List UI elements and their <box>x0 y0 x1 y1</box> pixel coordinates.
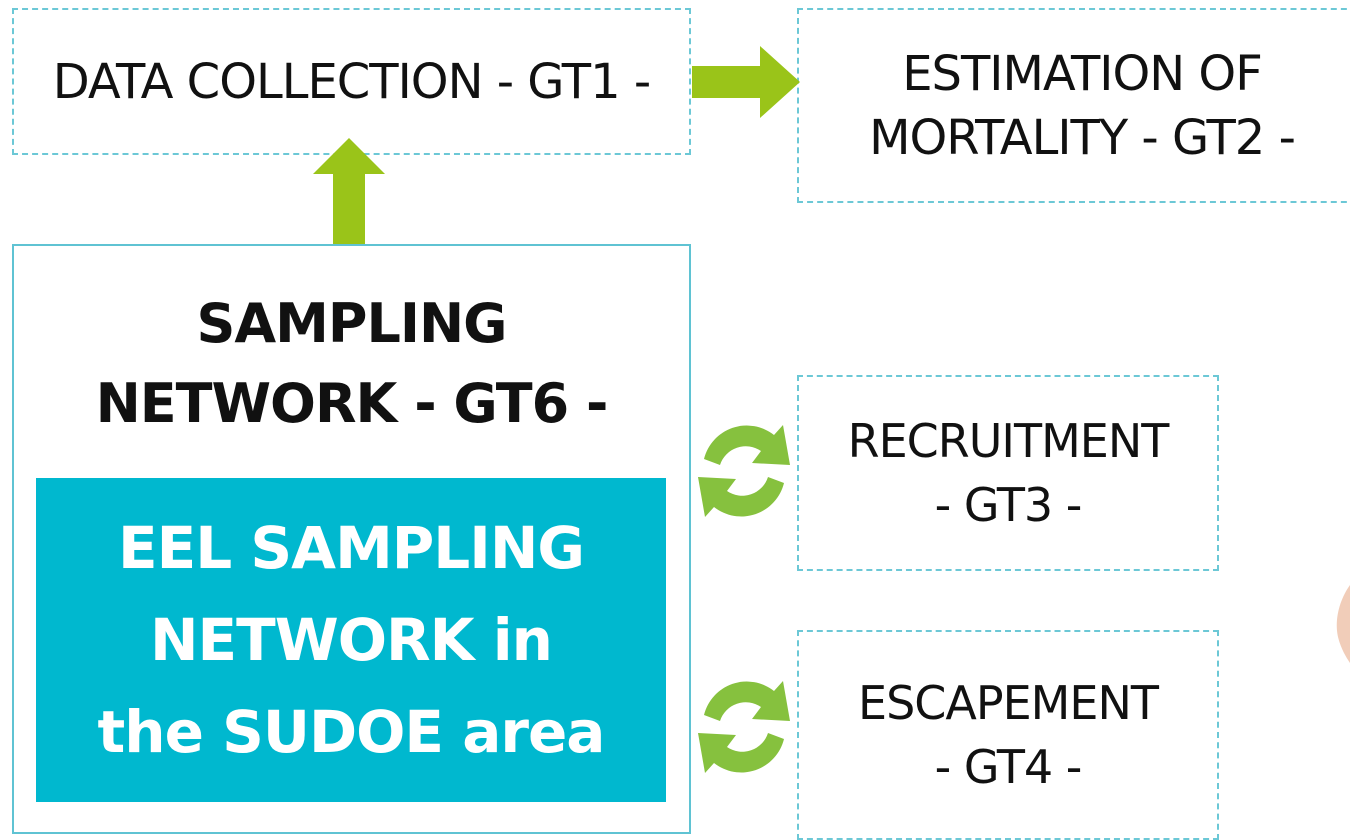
escapement-label-line1: ESCAPEMENT <box>858 676 1159 730</box>
recruitment-label-line1: RECRUITMENT <box>847 414 1170 468</box>
estimation-mortality-label-line2: MORTALITY - GT2 - <box>869 109 1296 166</box>
eel-sampling-highlight-panel: EEL SAMPLING NETWORK in the SUDOE area <box>36 478 666 802</box>
decorative-edge-shape <box>1336 585 1350 663</box>
estimation-mortality-label-line1: ESTIMATION OF <box>902 45 1263 102</box>
sampling-network-title-line1: SAMPLING <box>196 292 507 355</box>
recruitment-box: RECRUITMENT - GT3 - <box>797 375 1219 571</box>
eel-panel-line2: NETWORK in <box>150 606 553 674</box>
sampling-network-title-line2: NETWORK - GT6 - <box>95 372 609 435</box>
refresh-cycle-icon <box>698 681 790 773</box>
escapement-box: ESCAPEMENT - GT4 - <box>797 630 1219 840</box>
escapement-label-line2: - GT4 - <box>934 740 1083 794</box>
sampling-network-box: SAMPLING NETWORK - GT6 - EEL SAMPLING NE… <box>12 244 691 834</box>
arrow-up-icon <box>313 138 385 244</box>
estimation-mortality-box: ESTIMATION OF MORTALITY - GT2 - <box>797 8 1350 203</box>
arrow-right-icon <box>692 46 800 118</box>
recruitment-label-line2: - GT3 - <box>934 478 1083 532</box>
data-collection-box: DATA COLLECTION - GT1 - <box>12 8 691 155</box>
eel-panel-line3: the SUDOE area <box>97 698 606 766</box>
refresh-cycle-icon <box>698 425 790 517</box>
data-collection-label: DATA COLLECTION - GT1 - <box>52 53 651 110</box>
eel-panel-line1: EEL SAMPLING <box>118 514 585 582</box>
sampling-network-title: SAMPLING NETWORK - GT6 - <box>95 284 609 444</box>
